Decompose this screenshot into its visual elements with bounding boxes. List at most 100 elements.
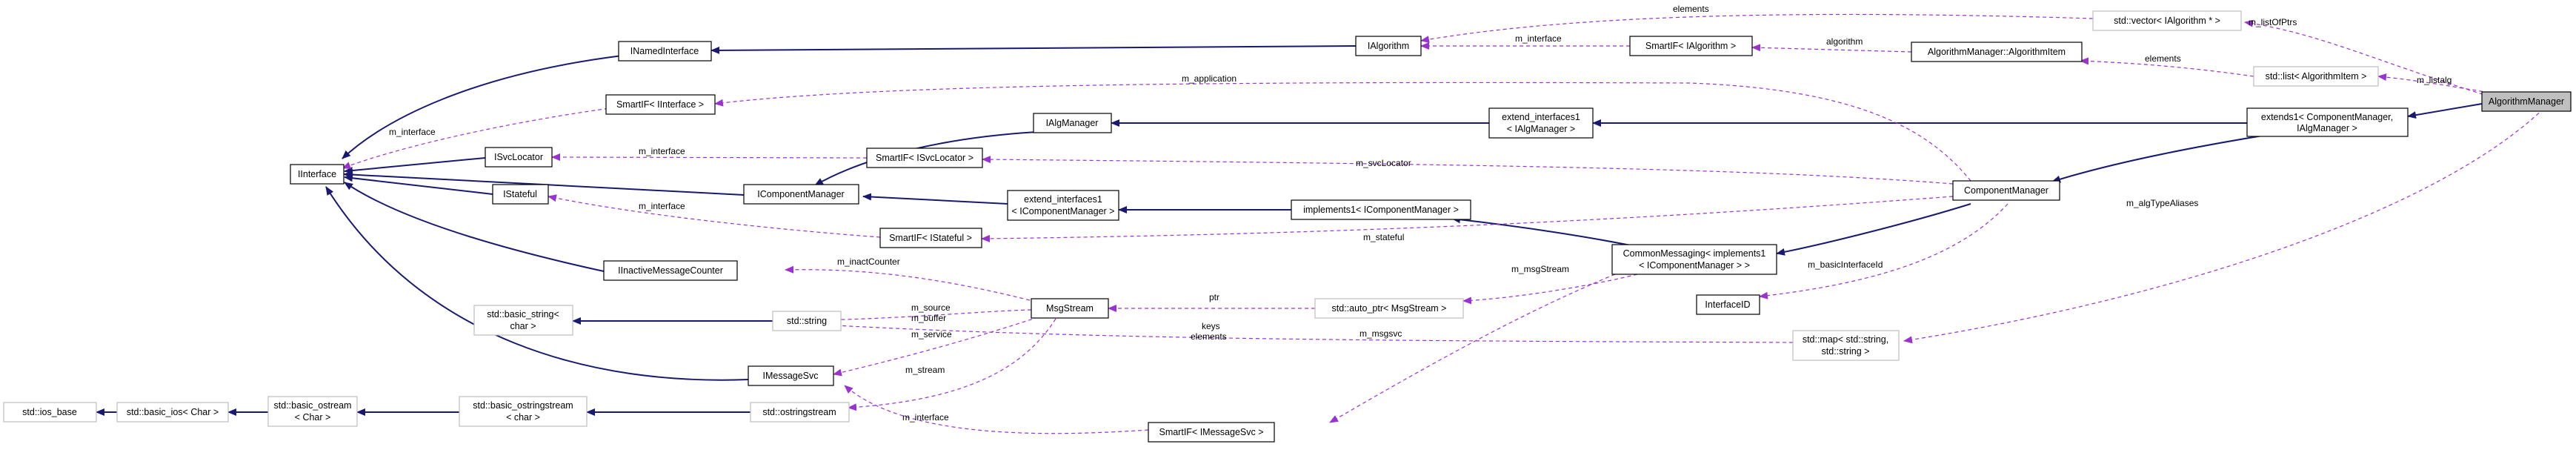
node-basic-ostringstream[interactable]: std::basic_ostringstream < char > xyxy=(459,396,588,427)
node-label-line-2: < IComponentManager > xyxy=(1012,206,1115,216)
node-std-string[interactable]: std::string xyxy=(772,311,842,331)
node-auto-ptr-msgstream[interactable]: std::auto_ptr< MsgStream > xyxy=(1314,298,1464,319)
label-m-msgsvc: m_msgsvc xyxy=(1359,328,1402,339)
node-basic-ios[interactable]: std::basic_ios< Char > xyxy=(116,402,229,423)
node-extend-interfaces1-iam[interactable]: extend_interfaces1 < IAlgManager > xyxy=(1488,107,1594,139)
edge-cm-to-cmsg xyxy=(1776,203,1971,256)
node-label-line-2: < IAlgManager > xyxy=(1507,124,1575,134)
label-m-inactcounter: m_inactCounter xyxy=(837,256,900,267)
node-label: SmartIF< ISvcLocator > xyxy=(876,153,974,163)
node-extends1[interactable]: extends1< ComponentManager, IAlgManager … xyxy=(2246,107,2409,137)
edge-use-inactcounter xyxy=(785,265,1031,301)
node-label: MsgStream xyxy=(1046,303,1094,314)
edge-use-svclocator xyxy=(982,156,1954,185)
label-m-stream: m_stream xyxy=(905,365,945,375)
label-m-interface-iinterface: m_interface xyxy=(389,127,436,137)
node-algorithm-manager[interactable]: AlgorithmManager xyxy=(2481,91,2572,112)
edge-extif1icm-to-icm xyxy=(862,193,1008,205)
node-msgstream[interactable]: MsgStream xyxy=(1031,298,1109,319)
label-algorithm: algorithm xyxy=(1826,36,1863,47)
node-interface-id[interactable]: InterfaceID xyxy=(1696,294,1760,315)
node-common-messaging[interactable]: CommonMessaging< implements1 < IComponen… xyxy=(1611,244,1777,275)
label-elements-map: elements xyxy=(1191,331,1227,342)
node-iinactive-message-counter[interactable]: IInactiveMessageCounter xyxy=(603,260,738,281)
node-isvclocator[interactable]: ISvcLocator xyxy=(485,147,553,168)
label-elements-vector: elements xyxy=(1673,4,1709,14)
edge-use-m-interface-svclocator xyxy=(551,153,868,162)
node-list-algorithm-item[interactable]: std::list< AlgorithmItem > xyxy=(2253,66,2379,87)
node-extend-interfaces1-icm[interactable]: extend_interfaces1 < IComponentManager > xyxy=(1007,190,1119,221)
node-label: std::vector< IAlgorithm * > xyxy=(2114,16,2220,26)
node-label: std::ostringstream xyxy=(762,407,836,417)
node-smartif-imessage-svc[interactable]: SmartIF< IMessageSvc > xyxy=(1148,422,1275,443)
node-map-string-string[interactable]: std::map< std::string, std::string > xyxy=(1792,330,1900,361)
edge-isvclocator-to-iinterface xyxy=(344,157,486,174)
edge-use-msgsvc xyxy=(1329,274,1616,423)
node-label-line-1: extend_interfaces1 xyxy=(1502,112,1580,122)
edge-extends1-to-cm xyxy=(2051,134,2268,183)
node-label-line-2: < IComponentManager > > xyxy=(1639,260,1750,271)
node-ialgorithm[interactable]: IAlgorithm xyxy=(1355,36,1422,56)
edge-labels-layer: m_listOfPtrs elements m_interface algori… xyxy=(389,4,2452,423)
node-label: InterfaceID xyxy=(1705,299,1750,310)
edge-inamed-to-iinterface xyxy=(342,55,623,159)
edge-imessagesvc-to-iinterface xyxy=(325,186,749,381)
node-implements1-icm[interactable]: implements1< IComponentManager > xyxy=(1291,199,1471,220)
edge-use-stream xyxy=(848,318,1056,411)
node-component-manager[interactable]: ComponentManager xyxy=(1952,180,2060,201)
node-label: ComponentManager xyxy=(1964,185,2049,196)
node-ios-base[interactable]: std::ios_base xyxy=(3,402,97,423)
node-label-line-2: char > xyxy=(510,321,536,331)
edge-cmsg-to-impl1 xyxy=(1451,216,1645,249)
node-ostringstream[interactable]: std::ostringstream xyxy=(750,402,850,423)
node-label-line-2: std::string > xyxy=(1822,346,1870,357)
node-smartif-iinterface[interactable]: SmartIF< IInterface > xyxy=(605,94,716,115)
label-m-interface-ialg: m_interface xyxy=(1515,33,1562,44)
edge-am-to-extends1 xyxy=(2407,103,2483,119)
node-label: IComponentManager xyxy=(757,189,844,199)
node-inamed-interface[interactable]: INamedInterface xyxy=(618,41,712,62)
edge-use-service xyxy=(833,314,1045,377)
label-m-svclocator: m_svcLocator xyxy=(1356,158,1411,168)
node-label: SmartIF< IMessageSvc > xyxy=(1159,427,1263,437)
edge-use-msgstream xyxy=(1462,274,1638,305)
edge-use-elements-list xyxy=(2080,57,2254,77)
node-label-line-1: std::basic_ostream xyxy=(274,400,352,411)
edge-use-algorithm xyxy=(1751,44,1912,53)
edge-use-basicinterfaceid xyxy=(1759,203,2008,299)
node-basic-ostream[interactable]: std::basic_ostream < Char > xyxy=(267,396,358,427)
node-label: IAlgorithm xyxy=(1368,41,1409,51)
node-smartif-istateful[interactable]: SmartIF< IStateful > xyxy=(879,228,982,248)
node-iinterface[interactable]: IInterface xyxy=(290,164,345,185)
node-vector-ialgorithm[interactable]: std::vector< IAlgorithm * > xyxy=(2092,10,2242,31)
node-ialgmanager[interactable]: IAlgManager xyxy=(1033,113,1112,133)
node-smartif-isvclocator[interactable]: SmartIF< ISvcLocator > xyxy=(866,148,983,168)
label-m-algtypealiases: m_algTypeAliases xyxy=(2126,198,2198,208)
node-smartif-ialgorithm[interactable]: SmartIF< IAlgorithm > xyxy=(1629,36,1753,56)
label-m-buffer: m_buffer xyxy=(911,313,946,323)
edge-use-source-buffer xyxy=(822,309,1032,324)
node-istateful[interactable]: IStateful xyxy=(492,184,549,205)
label-m-listofptrs: m_listOfPtrs xyxy=(2249,17,2297,27)
label-m-application: m_application xyxy=(1182,73,1237,84)
node-basic-string-char[interactable]: std::basic_string< char > xyxy=(473,305,573,336)
label-m-interface-istateful: m_interface xyxy=(639,201,685,211)
node-label-line-2: IAlgManager > xyxy=(2297,123,2357,133)
node-algorithm-item[interactable]: AlgorithmManager::AlgorithmItem xyxy=(1911,42,2083,62)
node-label: SmartIF< IAlgorithm > xyxy=(1645,41,1736,51)
node-label: std::basic_ios< Char > xyxy=(127,407,219,417)
node-label: SmartIF< IStateful > xyxy=(889,233,972,243)
label-m-interface-svclocator: m_interface xyxy=(639,146,685,156)
node-label: std::list< AlgorithmItem > xyxy=(2266,71,2367,82)
node-imessage-svc[interactable]: IMessageSvc xyxy=(748,365,834,386)
edge-use-listalg xyxy=(2377,73,2490,93)
label-m-source: m_source xyxy=(911,302,951,313)
node-label-line-1: std::basic_ostringstream xyxy=(473,400,573,411)
label-m-msgstream: m_msgStream xyxy=(1511,264,1569,274)
node-label: IMessageSvc xyxy=(762,371,818,381)
node-label: INamedInterface xyxy=(630,46,699,56)
edge-use-stateful xyxy=(981,196,1954,242)
node-icomponent-manager[interactable]: IComponentManager xyxy=(743,184,859,205)
edge-use-m-interface-istateful xyxy=(548,194,881,238)
